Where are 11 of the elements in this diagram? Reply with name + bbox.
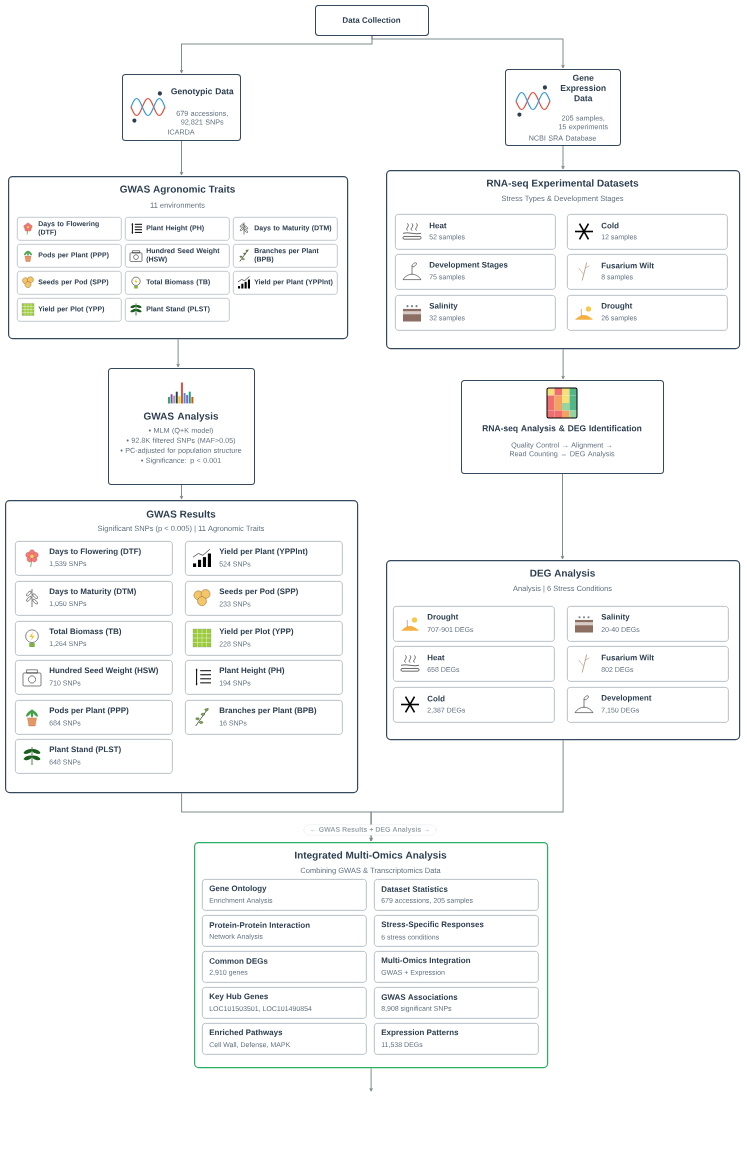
arrow bbox=[176, 338, 180, 368]
process-box: Data Collection bbox=[315, 5, 429, 36]
arrow bbox=[371, 35, 565, 69]
arrow bbox=[179, 484, 184, 500]
arrow bbox=[561, 145, 565, 170]
node-label: GWAS Analysis bbox=[143, 412, 219, 422]
arrow bbox=[179, 140, 184, 176]
arrow bbox=[369, 739, 564, 842]
arrow bbox=[560, 473, 565, 560]
arrow bbox=[369, 1067, 373, 1092]
arrow bbox=[561, 348, 565, 380]
